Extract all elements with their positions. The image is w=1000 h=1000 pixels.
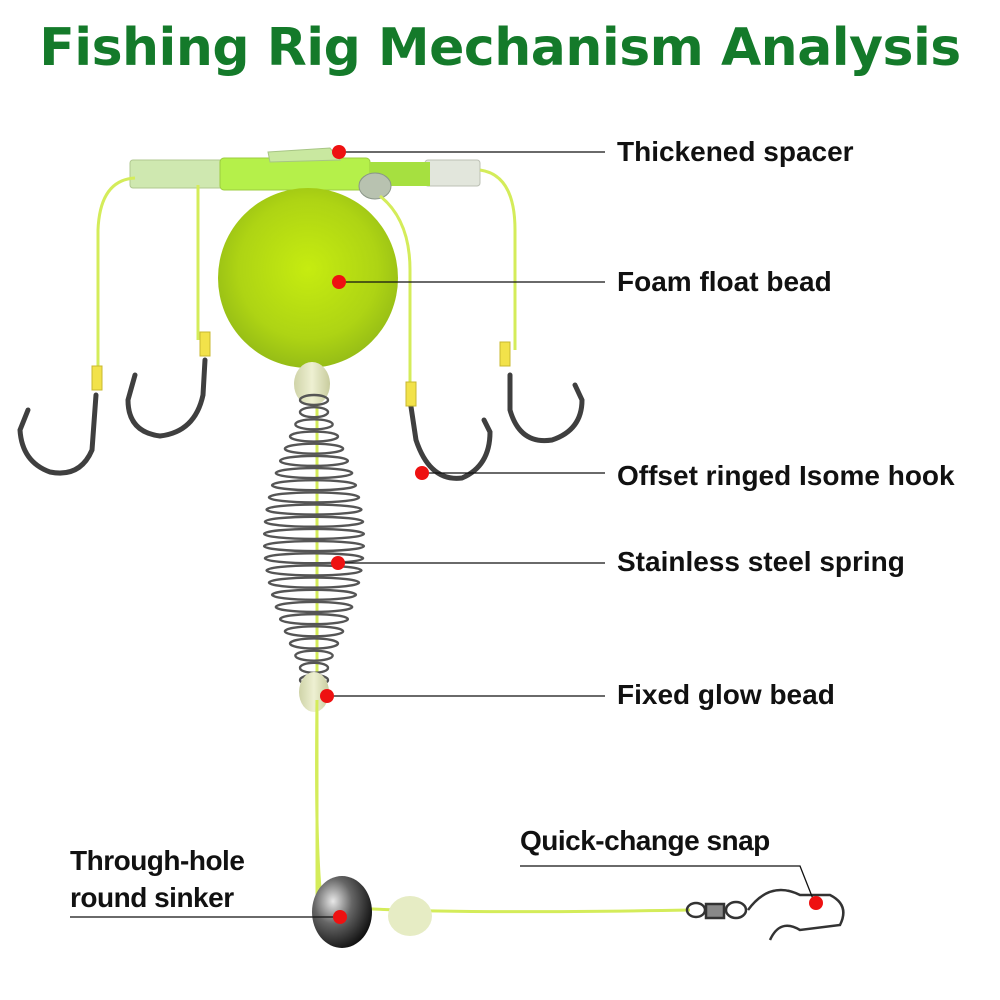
- spring-coil: [270, 588, 358, 601]
- label-quick-change-snap: Quick-change snap: [520, 825, 770, 856]
- snap-swivel: [685, 888, 845, 941]
- label-stainless-steel-spring: Stainless steel spring: [617, 546, 905, 577]
- spring-coil: [288, 637, 340, 650]
- spring-coil: [263, 515, 365, 528]
- spring-coil: [283, 625, 345, 638]
- spring-coil: [298, 405, 330, 419]
- spring-coil: [278, 454, 350, 468]
- stainless-steel-spring: [262, 393, 366, 687]
- spring-coil: [262, 539, 366, 553]
- label-foam-float-bead: Foam float bead: [617, 266, 832, 297]
- page-title: Fishing Rig Mechanism Analysis: [39, 18, 961, 78]
- callout-lines: [70, 151, 816, 918]
- spring-coil: [267, 576, 361, 589]
- marker-isome-hook: [415, 466, 429, 480]
- spring-coil: [262, 527, 366, 541]
- spring-coil: [274, 600, 354, 614]
- hook-leaders: [96, 168, 517, 390]
- spring-coil: [263, 552, 365, 565]
- spring-coil: [288, 430, 340, 443]
- hooks: [17, 357, 585, 481]
- marker-thickened-spacer: [332, 145, 346, 159]
- spring-coil: [265, 503, 363, 516]
- spring-coil: [283, 442, 345, 455]
- spring-coil: [267, 491, 361, 504]
- marker-sinker: [333, 910, 347, 924]
- spring-coil: [294, 418, 334, 431]
- hook-wraps: [91, 331, 511, 407]
- spring-coil: [270, 479, 358, 492]
- spring-coil: [298, 661, 330, 675]
- label-thickened-spacer: Thickened spacer: [617, 136, 854, 167]
- spacer-bar: [129, 147, 481, 200]
- marker-snap: [809, 896, 823, 910]
- label-offset-ringed-isome-hook: Offset ringed Isome hook: [617, 460, 955, 491]
- foam-float-bead: [218, 188, 398, 368]
- spring-coil: [294, 649, 334, 662]
- label-fixed-glow-bead: Fixed glow bead: [617, 679, 835, 710]
- label-sinker-line1: Through-hole: [70, 845, 245, 876]
- glow-bead-small: [388, 896, 432, 936]
- leader-line: [315, 699, 691, 914]
- markers: [320, 145, 823, 924]
- marker-foam-float-bead: [332, 275, 346, 289]
- spring-coil: [274, 466, 354, 480]
- marker-glow-bead: [320, 689, 334, 703]
- spring-coil: [298, 393, 330, 407]
- fixed-glow-bead: [299, 672, 329, 712]
- spring-coil: [265, 564, 363, 577]
- spring-coil: [278, 612, 350, 626]
- marker-spring: [331, 556, 345, 570]
- label-sinker-line2: round sinker: [70, 882, 234, 913]
